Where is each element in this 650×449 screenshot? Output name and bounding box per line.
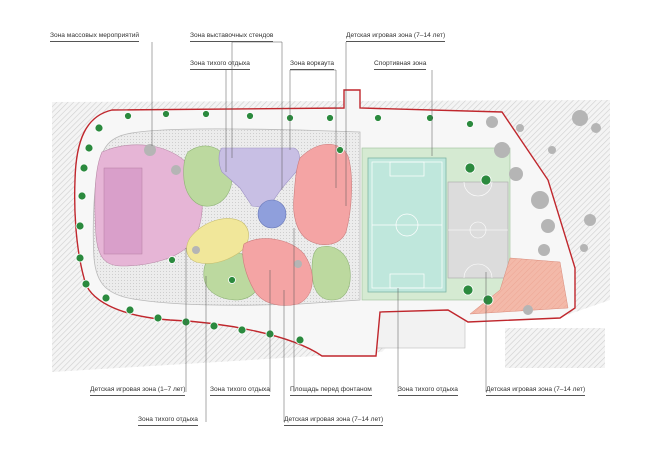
label-kids-zone-bottom-right: Детская игровая зона (7–14 лет): [486, 386, 586, 396]
label-kids-zone-top: Детская игровая зона (7–14 лет): [346, 32, 446, 42]
kids-zone-7-14-bottom: [242, 238, 313, 306]
basketball-court-markings: [448, 181, 508, 279]
fountain: [257, 199, 287, 229]
kids-zone-1-7: [186, 218, 249, 264]
pink-sport-surface: [469, 257, 569, 315]
label-kids-zone-bottom-2: Детская игровая зона (7–14 лет): [284, 416, 384, 426]
label-quiet-zone-bottom-1: Зона тихого отдыха: [210, 386, 270, 396]
football-field-markings: [371, 161, 443, 289]
trees: [75, 110, 601, 345]
label-quiet-zone-bottom-2: Зона тихого отдыха: [398, 386, 458, 396]
quiet-zone-right: [311, 246, 351, 301]
label-events-zone: Зона массовых мероприятий: [50, 32, 140, 42]
events-stage: [103, 167, 143, 255]
label-quiet-zone-top: Зона тихого отдыха: [190, 60, 250, 70]
leader-lines: [151, 41, 487, 422]
label-quiet-zone-bottom-3: Зона тихого отдыха: [138, 416, 198, 426]
kids-zone-7-14-top: [293, 144, 352, 245]
label-kids-zone-small: Детская игровая зона (1–7 лет): [90, 386, 186, 396]
label-stands-zone: Зона выставочных стендов: [190, 32, 274, 42]
label-sport-zone: Спортивная зона: [374, 60, 427, 70]
label-workout-zone: Зона воркаута: [290, 60, 335, 70]
label-fountain-square: Площадь перед фонтаном: [290, 386, 372, 396]
